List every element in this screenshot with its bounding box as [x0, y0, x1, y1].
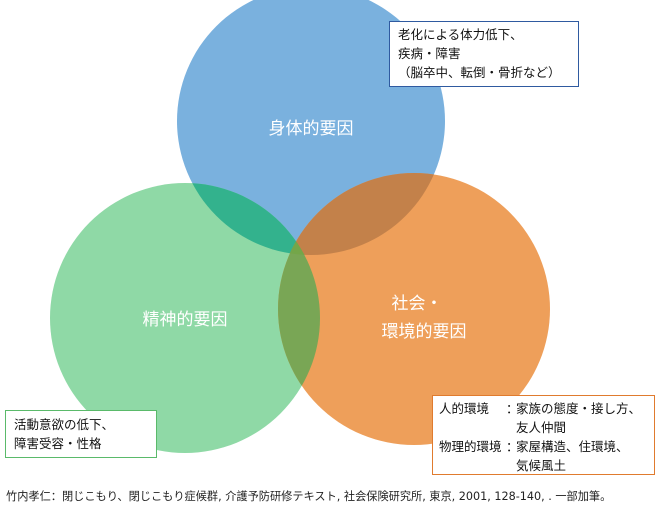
mental-factors-circle: [50, 183, 320, 453]
human-environment-key: 人的環境: [439, 401, 490, 416]
physical-environment-value: 家屋構造、住環境、: [516, 439, 629, 454]
physical-note-line: （脳卒中、転倒・骨折など）: [398, 65, 561, 80]
social-factors-note: 人的環境 ： 家族の態度・接し方、 友人仲間 物理的環境 ： 家屋構造、住環境、…: [432, 395, 655, 475]
physical-social-overlap: [278, 173, 445, 255]
physical-note-line: 疾病・障害: [398, 46, 461, 61]
physical-note-line: 老化による体力低下、: [398, 27, 523, 42]
separator: ：: [506, 439, 519, 454]
social-factors-label-line1: 社会・: [392, 294, 443, 314]
physical-environment-row: 物理的環境 ： 家屋構造、住環境、: [439, 437, 648, 456]
human-environment-value-2: 友人仲間: [516, 420, 567, 435]
citation: 竹内孝仁：閉じこもり、閉じこもり症候群, 介護予防研修テキスト, 社会保険研究所…: [6, 490, 612, 503]
separator: ：: [506, 401, 519, 416]
mental-note-line: 障害受容・性格: [14, 436, 102, 451]
physical-factors-label: 身体的要因: [269, 119, 354, 139]
physical-environment-row-cont: 気候風土: [439, 456, 648, 475]
social-factors-label-line2: 環境的要因: [382, 322, 467, 342]
human-environment-row-cont: 友人仲間: [439, 418, 648, 437]
physical-environment-key: 物理的環境: [439, 439, 502, 454]
human-environment-row: 人的環境 ： 家族の態度・接し方、: [439, 399, 648, 418]
physical-factors-note: 老化による体力低下、 疾病・障害 （脳卒中、転倒・骨折など）: [389, 21, 579, 87]
mental-factors-label: 精神的要因: [143, 310, 228, 330]
physical-environment-value-2: 気候風土: [516, 458, 567, 473]
mental-factors-note: 活動意欲の低下、 障害受容・性格: [5, 410, 157, 458]
mental-note-line: 活動意欲の低下、: [14, 417, 115, 432]
human-environment-value: 家族の態度・接し方、: [516, 401, 642, 416]
